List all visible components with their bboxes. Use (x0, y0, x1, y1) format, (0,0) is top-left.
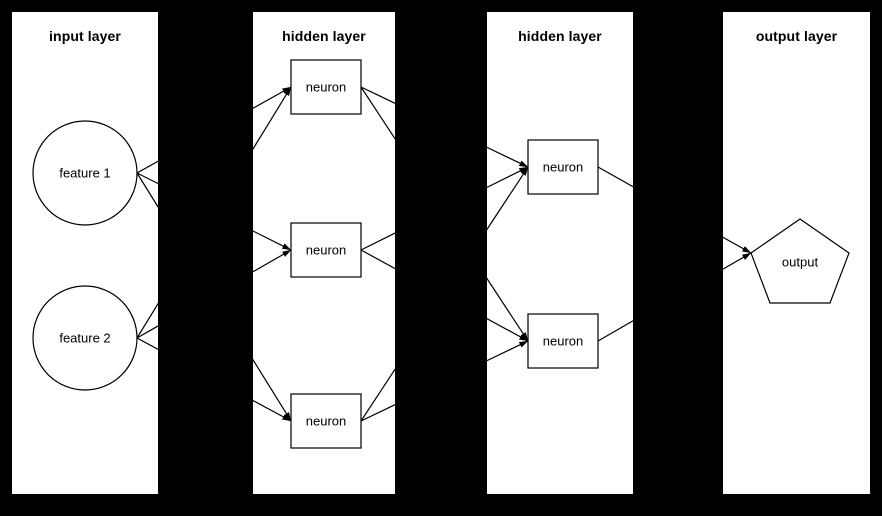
connection-feature-1-to-hidden1-neuron-1 (253, 86, 292, 109)
connection-hidden2-neuron-1-to-output-node (597, 166, 633, 188)
connection-hidden1-neuron-3-to-hidden2-neuron-1 (360, 368, 395, 422)
node-feature-2[interactable]: feature 2 (32, 285, 138, 391)
connection-hidden2-neuron-2-to-output-node (597, 320, 633, 342)
connection-hidden2-neuron-1-to-output-node (723, 236, 752, 254)
edge-group (253, 86, 395, 422)
node-label: neuron (543, 334, 583, 349)
connection-feature-1-to-hidden1-neuron-3 (136, 172, 158, 208)
connection-hidden1-neuron-2-to-hidden2-neuron-2 (360, 249, 395, 270)
edge-group (487, 146, 633, 362)
connection-hidden1-neuron-1-to-hidden2-neuron-1 (360, 86, 395, 104)
node-label: feature 1 (59, 166, 110, 181)
connection-feature-2-to-hidden1-neuron-1 (136, 302, 158, 339)
edge-group (723, 236, 752, 270)
node-hidden1-neuron-2[interactable]: neuron (290, 222, 362, 278)
connection-hidden1-neuron-2-to-hidden2-neuron-1 (487, 166, 529, 189)
connection-hidden1-neuron-1-to-hidden2-neuron-2 (360, 86, 395, 140)
layer-title-hidden-2: hidden layer (518, 28, 602, 44)
connection-hidden1-neuron-3-to-hidden2-neuron-2 (360, 404, 395, 422)
layer-title-input: input layer (49, 28, 121, 44)
node-label: neuron (306, 80, 346, 95)
connection-hidden1-neuron-1-to-hidden2-neuron-2 (487, 277, 529, 342)
connection-feature-2-to-hidden1-neuron-2 (136, 325, 158, 339)
connection-feature-1-to-hidden1-neuron-2 (253, 230, 292, 251)
connection-hidden1-neuron-2-to-hidden2-neuron-1 (360, 232, 395, 251)
connection-feature-2-to-hidden1-neuron-3 (136, 337, 158, 350)
node-hidden1-neuron-1[interactable]: neuron (290, 59, 362, 115)
node-label: output (782, 255, 819, 270)
connection-hidden1-neuron-3-to-hidden2-neuron-1 (487, 166, 529, 231)
connection-feature-1-to-hidden1-neuron-2 (136, 172, 158, 185)
node-label: neuron (306, 243, 346, 258)
connection-feature-1-to-hidden1-neuron-3 (253, 358, 292, 422)
connection-hidden1-neuron-2-to-hidden2-neuron-2 (487, 317, 529, 342)
layer-title-output: output layer (755, 28, 838, 44)
node-hidden2-neuron-2[interactable]: neuron (527, 313, 599, 369)
connection-feature-2-to-hidden1-neuron-1 (253, 86, 292, 151)
connection-hidden1-neuron-1-to-hidden2-neuron-1 (487, 146, 529, 168)
node-hidden1-neuron-3[interactable]: neuron (290, 393, 362, 449)
layer-title-hidden-1: hidden layer (282, 28, 366, 44)
node-hidden2-neuron-1[interactable]: neuron (527, 139, 599, 195)
edge-group (136, 160, 158, 350)
connection-hidden2-neuron-2-to-output-node (723, 252, 752, 270)
connection-feature-1-to-hidden1-neuron-1 (136, 160, 158, 174)
connection-feature-2-to-hidden1-neuron-2 (253, 249, 292, 273)
node-output-node[interactable]: output (750, 218, 850, 304)
node-label: neuron (543, 160, 583, 175)
node-label: feature 2 (59, 331, 110, 346)
connection-hidden1-neuron-3-to-hidden2-neuron-2 (487, 340, 529, 362)
node-feature-1[interactable]: feature 1 (32, 120, 138, 226)
node-label: neuron (306, 414, 346, 429)
connection-feature-2-to-hidden1-neuron-3 (253, 399, 292, 422)
